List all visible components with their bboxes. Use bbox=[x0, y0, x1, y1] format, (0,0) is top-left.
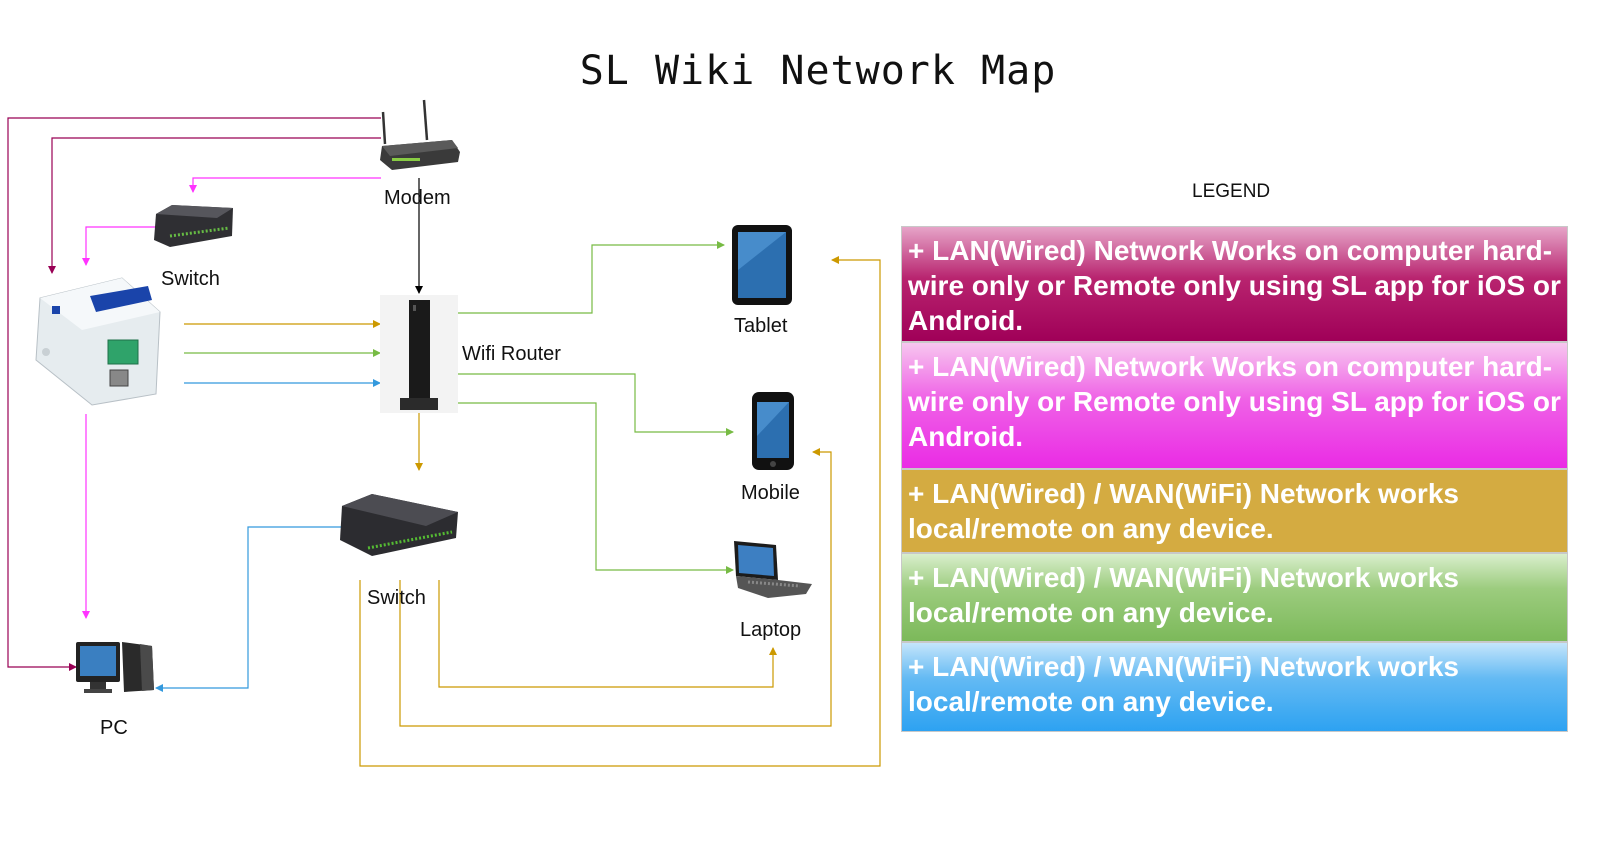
connector-switch-to-laptop bbox=[438, 580, 777, 688]
wifi-router-icon bbox=[380, 295, 458, 413]
connector-switch-to-mobile bbox=[399, 448, 832, 727]
switch-bottom-icon bbox=[340, 494, 458, 556]
connector-modem-to-controller bbox=[48, 137, 381, 274]
modem-icon bbox=[380, 99, 460, 170]
connector-router-to-tablet bbox=[458, 241, 725, 314]
label-laptop: Laptop bbox=[740, 619, 802, 641]
pc-icon bbox=[76, 642, 154, 693]
connector-modem-to-switch bbox=[189, 177, 381, 193]
switch-top-icon bbox=[154, 205, 233, 247]
connector-switch-to-pc bbox=[155, 526, 342, 692]
legend-item-lan-wan-green: + LAN(Wired) / WAN(WiFi) Network works l… bbox=[901, 553, 1568, 642]
label-tablet: Tablet bbox=[734, 315, 788, 337]
diagram-title: SL Wiki Network Map bbox=[579, 48, 1057, 94]
connector-modem-to-pc bbox=[7, 117, 381, 671]
laptop-icon bbox=[734, 541, 812, 598]
connector-switch-to-tablet bbox=[359, 256, 881, 767]
mobile-icon bbox=[752, 392, 794, 470]
legend-item-lan-wan-gold: + LAN(Wired) / WAN(WiFi) Network works l… bbox=[901, 469, 1568, 553]
controller-device-icon bbox=[35, 277, 161, 406]
connector-router-to-mobile bbox=[458, 373, 734, 436]
legend-title: LEGEND bbox=[1192, 181, 1271, 202]
label-switch-top: Switch bbox=[161, 268, 220, 290]
label-mobile: Mobile bbox=[741, 482, 800, 504]
connector-router-to-laptop bbox=[458, 402, 734, 574]
legend-item-lan-wan-blue: + LAN(Wired) / WAN(WiFi) Network works l… bbox=[901, 642, 1568, 732]
label-modem: Modem bbox=[384, 187, 451, 209]
label-switch-bottom: Switch bbox=[367, 587, 426, 609]
tablet-icon bbox=[732, 225, 792, 305]
legend-item-lan-wired-maroon: + LAN(Wired) Network Works on computer h… bbox=[901, 226, 1568, 342]
label-pc: PC bbox=[100, 717, 128, 739]
connector-switch-to-controller bbox=[82, 226, 156, 266]
legend-item-lan-wired-magenta: + LAN(Wired) Network Works on computer h… bbox=[901, 342, 1568, 469]
label-wifi-router: Wifi Router bbox=[462, 343, 561, 365]
